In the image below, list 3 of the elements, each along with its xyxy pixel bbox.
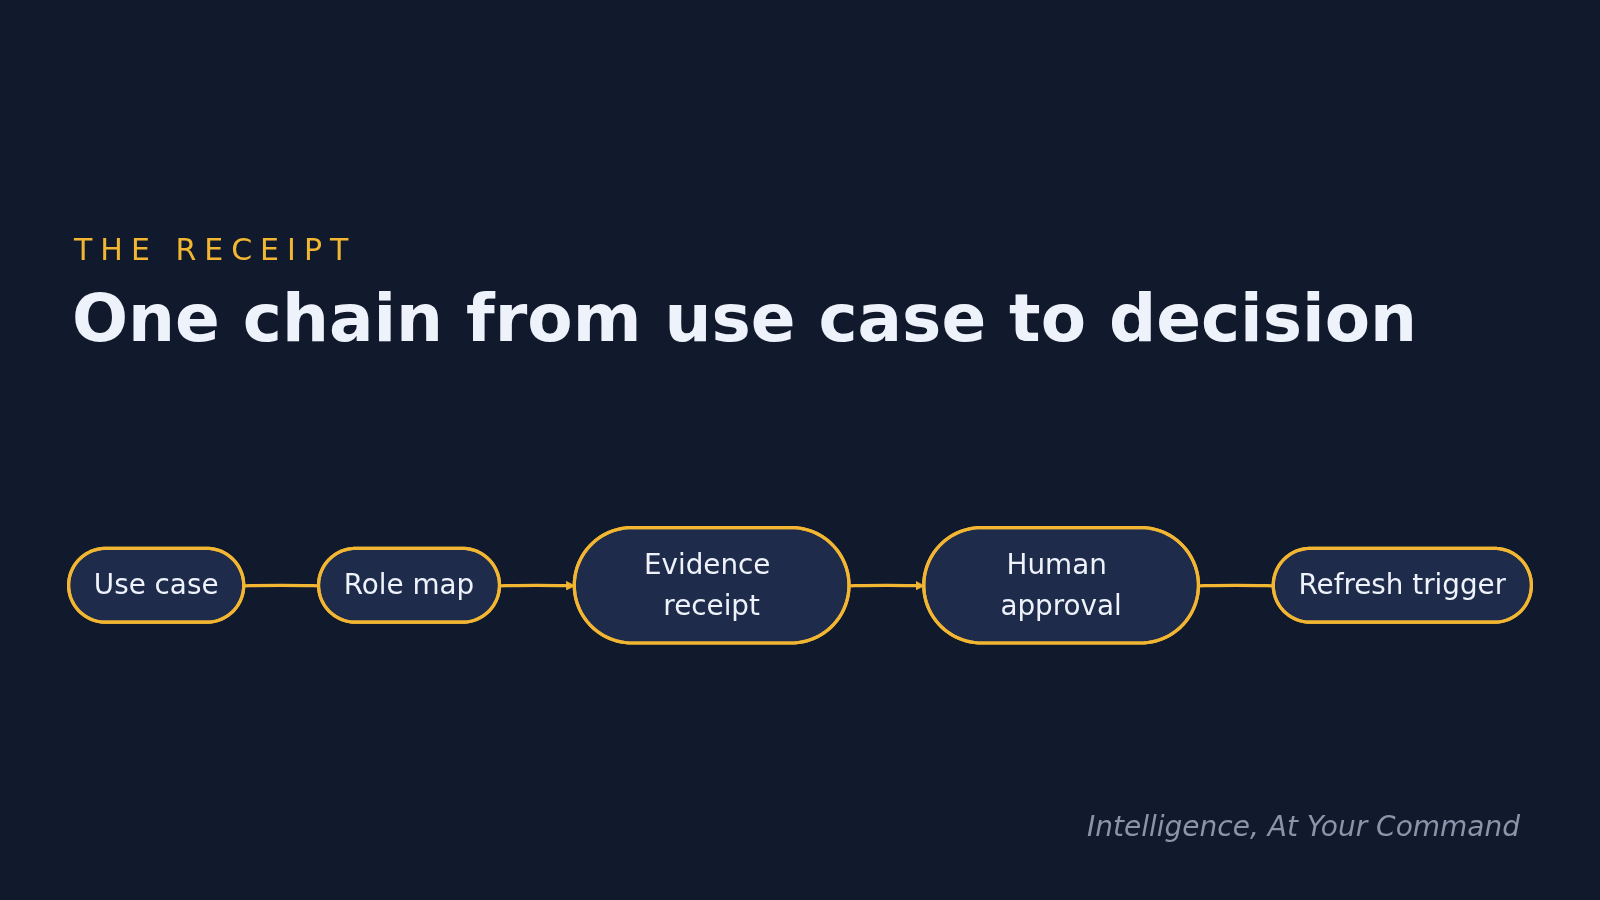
tagline: Intelligence, At Your Command <box>1087 810 1520 843</box>
slide-title: One chain from use case to decision <box>72 280 1417 357</box>
section-kicker: THE RECEIPT <box>74 232 357 267</box>
